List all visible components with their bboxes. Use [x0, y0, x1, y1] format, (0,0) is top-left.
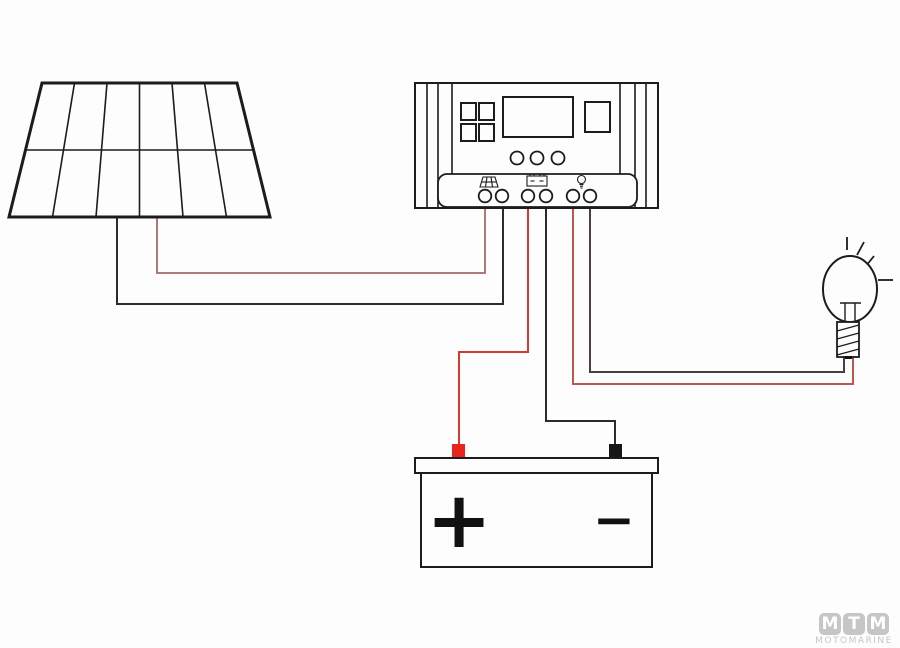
bulb-glass: [822, 255, 878, 323]
brand-logo: M T M MOTOMARINE: [815, 613, 893, 646]
terminal-load-positive: [565, 188, 581, 204]
battery-icon: [526, 173, 548, 187]
wire-load-negative: [589, 200, 845, 373]
logo-badge-m1: M: [819, 613, 841, 635]
controller-button: [509, 150, 525, 166]
bulb-filament: [840, 302, 861, 323]
wire-load-positive: [572, 200, 854, 385]
terminal-strip: [437, 173, 638, 208]
logo-badge-m2: M: [867, 613, 889, 635]
controller-key-square: [478, 102, 495, 121]
wire-solar-negative: [116, 200, 504, 305]
logo-subtitle: MOTOMARINE: [815, 636, 893, 646]
battery-positive-symbol: +: [426, 476, 491, 566]
controller-indicator-square: [584, 101, 611, 133]
battery-negative-symbol: −: [593, 491, 635, 549]
wire-battery-negative: [545, 200, 616, 446]
terminal-battery-negative: [538, 188, 554, 204]
controller-key-square: [460, 102, 477, 121]
bulb-contact-tip: [845, 356, 852, 359]
logo-badges: M T M: [815, 613, 893, 635]
controller-button: [529, 150, 545, 166]
solar-panel-cell-divider: [171, 82, 184, 218]
lamp-icon: [576, 174, 587, 189]
controller-key-square: [478, 123, 495, 142]
terminal-load-negative: [582, 188, 598, 204]
controller-key-square: [460, 123, 477, 142]
bulb-screw-threads: [836, 324, 860, 356]
light-bulb: [822, 237, 893, 359]
battery-body: [420, 472, 653, 568]
wire-solar-positive: [156, 200, 486, 274]
solar-panel-cell-divider: [51, 82, 76, 218]
solar-panel-cell-divider: [203, 82, 228, 218]
controller-button: [550, 150, 566, 166]
battery-negative-post: [609, 444, 622, 458]
wires: [116, 200, 854, 446]
wire-battery-positive: [458, 200, 529, 446]
lcd-display: [502, 96, 574, 138]
solar-panel: [7, 81, 272, 219]
solar-panel-icon: [479, 176, 499, 188]
terminal-solar-negative: [494, 188, 510, 204]
logo-badge-t: T: [843, 613, 865, 635]
terminal-battery-positive: [520, 188, 536, 204]
battery: + −: [414, 444, 659, 568]
battery-positive-post: [452, 444, 465, 458]
solar-panel-cell-divider: [95, 82, 108, 218]
charge-controller: [414, 82, 659, 209]
battery-lid: [414, 457, 659, 474]
terminal-solar-positive: [477, 188, 493, 204]
